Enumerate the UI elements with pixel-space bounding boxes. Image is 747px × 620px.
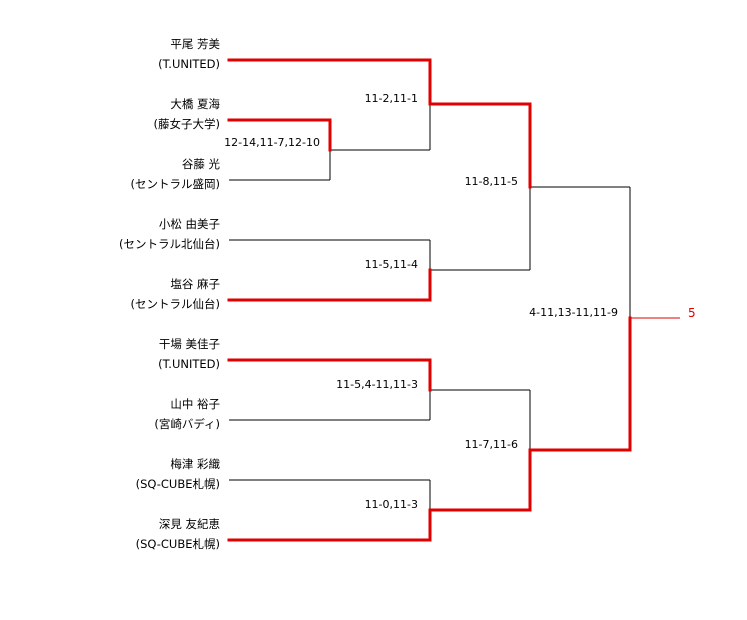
score-bottom-semi: 11-7,11-6: [465, 438, 518, 451]
bracket-lines-thin: [229, 104, 680, 510]
player-4-club: (セントラル北仙台): [119, 237, 220, 251]
path-player-5-win: [227, 268, 432, 302]
player-2-club: (藤女子大学): [154, 117, 220, 131]
path-player-9-win: [227, 316, 632, 542]
player-2-name: 大橋 夏海: [170, 97, 220, 111]
player-8-name: 梅津 彩織: [170, 457, 220, 471]
player-1-club: (T.UNITED): [158, 57, 220, 71]
result-label: 5: [688, 306, 696, 320]
score-1v23: 11-2,11-1: [365, 92, 418, 105]
score-4v5: 11-5,11-4: [365, 258, 418, 271]
score-final: 4-11,13-11,11-9: [529, 306, 618, 319]
score-6v7: 11-5,4-11,11-3: [336, 378, 418, 391]
score-top-semi: 11-8,11-5: [465, 175, 518, 188]
player-1-name: 平尾 芳美: [170, 37, 220, 51]
score-8v9: 11-0,11-3: [365, 498, 418, 511]
path-player-2-win: [227, 118, 332, 152]
player-5-club: (セントラル仙台): [131, 297, 220, 311]
player-7-club: (宮崎バディ): [154, 417, 220, 431]
player-3-club: (セントラル盛岡): [131, 177, 220, 191]
player-6-club: (T.UNITED): [158, 357, 220, 371]
player-6-name: 干場 美佳子: [159, 337, 220, 351]
player-5-name: 塩谷 麻子: [170, 277, 220, 291]
path-player-6-win: [227, 358, 432, 392]
player-9-name: 深見 友紀恵: [159, 517, 221, 531]
player-3-name: 谷藤 光: [182, 157, 221, 171]
player-4-name: 小松 由美子: [159, 217, 220, 231]
player-7-name: 山中 裕子: [170, 397, 220, 411]
bracket-lines-winner: [227, 58, 632, 542]
score-2v3: 12-14,11-7,12-10: [224, 136, 320, 149]
player-9-club: (SQ-CUBE札幌): [136, 537, 220, 551]
player-8-club: (SQ-CUBE札幌): [136, 477, 220, 491]
path-player-1-win: [227, 58, 532, 189]
